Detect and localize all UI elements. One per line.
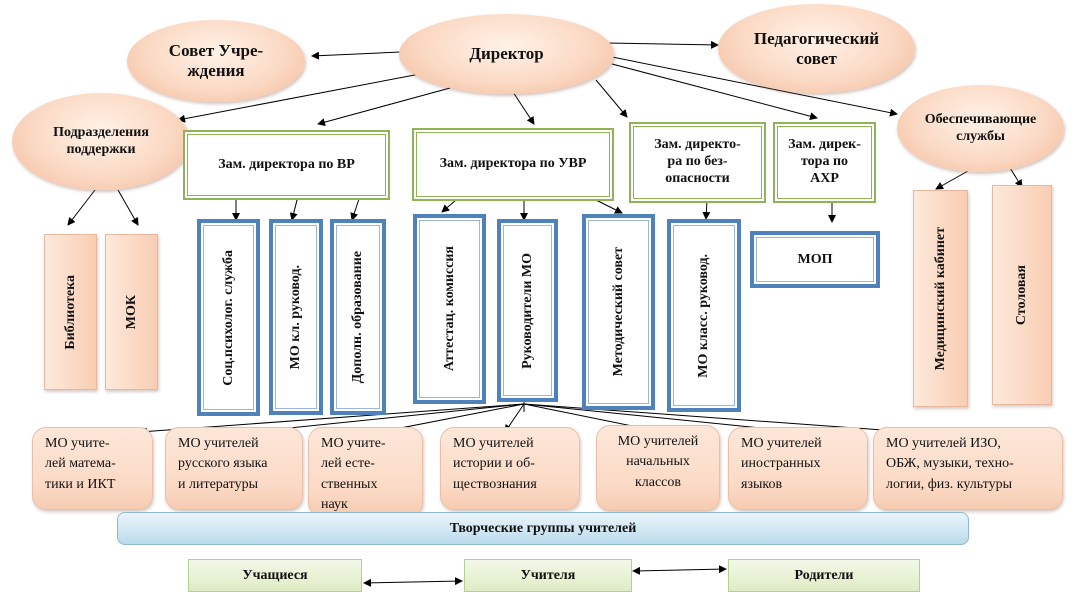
mok-label: МОК — [123, 294, 139, 330]
medical-office-box: Медицинский кабинет — [913, 190, 968, 407]
attestation-commission-label: Аттестац. комиссия — [441, 246, 457, 372]
deputy-safety-box: Зам. директо- ра по без- опасности — [629, 122, 766, 203]
mo-class-leaders-box: МО кл. руковод. — [269, 219, 323, 415]
director-node: Директор — [399, 14, 614, 94]
ped-council-label: Педагогический совет — [753, 28, 880, 68]
mo-primary-classes: МО учителей начальных классов — [596, 425, 720, 511]
methodical-council-label: Методический совет — [610, 247, 626, 377]
mo-natural-sciences: МО учите- лей есте- ственных наук — [308, 427, 423, 517]
mo-class-heads-label: МО класс. руковод. — [696, 253, 711, 378]
mo-arts-pe-tech: МО учителей ИЗО, ОБЖ, музыки, техно- лог… — [873, 427, 1063, 510]
library-box: Библиотека — [44, 234, 97, 390]
council-label: Совет Учре- ждения — [168, 41, 264, 80]
methodical-council-box: Методический совет — [582, 214, 655, 410]
medical-office-label: Медицинский кабинет — [932, 226, 948, 371]
deputy-ahr-box: Зам. дирек- тора по АХР — [773, 122, 876, 203]
mo-russian-literature: МО учителей русского языка и литературы — [165, 427, 303, 510]
ped-council-node: Педагогический совет — [718, 4, 915, 93]
director-label: Директор — [469, 44, 544, 64]
mok-box: МОК — [105, 234, 158, 390]
mo-heads-box: Руководители МО — [497, 219, 558, 402]
deputy-uvr-box: Зам. директора по УВР — [412, 128, 614, 201]
deputy-vr-box: Зам. директора по ВР — [183, 130, 390, 200]
mo-history-social: МО учителей истории и об- ществознания — [440, 427, 580, 510]
support-units-node: Подразделения поддержки — [12, 93, 190, 190]
mo-class-leaders-label: МО кл. руковод. — [288, 264, 303, 370]
mop-box: МОП — [750, 231, 880, 288]
services-node: Обеспечивающие службы — [897, 85, 1064, 172]
library-label: Библиотека — [62, 274, 78, 350]
attestation-commission-box: Аттестац. комиссия — [413, 214, 486, 404]
mo-class-heads-box: МО класс. руковод. — [667, 219, 741, 412]
council-node: Совет Учре- ждения — [127, 20, 305, 102]
additional-education-label: Дополн. образование — [350, 250, 365, 384]
services-label: Обеспечивающие службы — [924, 112, 1037, 144]
social-psych-service-box: Соц.психолог. служба — [197, 219, 260, 416]
creative-groups-band: Творческие группы учителей — [117, 512, 969, 545]
social-psych-service-label: Соц.психолог. служба — [220, 249, 236, 386]
support-units-label: Подразделения поддержки — [53, 125, 149, 157]
additional-education-box: Дополн. образование — [330, 219, 386, 415]
students-box: Учащиеся — [188, 559, 362, 592]
parents-box: Родители — [728, 559, 920, 592]
canteen-label: Столовая — [1014, 264, 1029, 326]
mo-foreign-languages: МО учителей иностранных языков — [728, 427, 868, 510]
teachers-box: Учителя — [464, 559, 632, 592]
canteen-box: Столовая — [992, 185, 1052, 405]
mop-label: МОП — [797, 251, 833, 267]
mo-heads-label: Руководители МО — [519, 252, 535, 369]
mo-math-ikt: МО учите- лей матема- тики и ИКТ — [32, 427, 153, 510]
